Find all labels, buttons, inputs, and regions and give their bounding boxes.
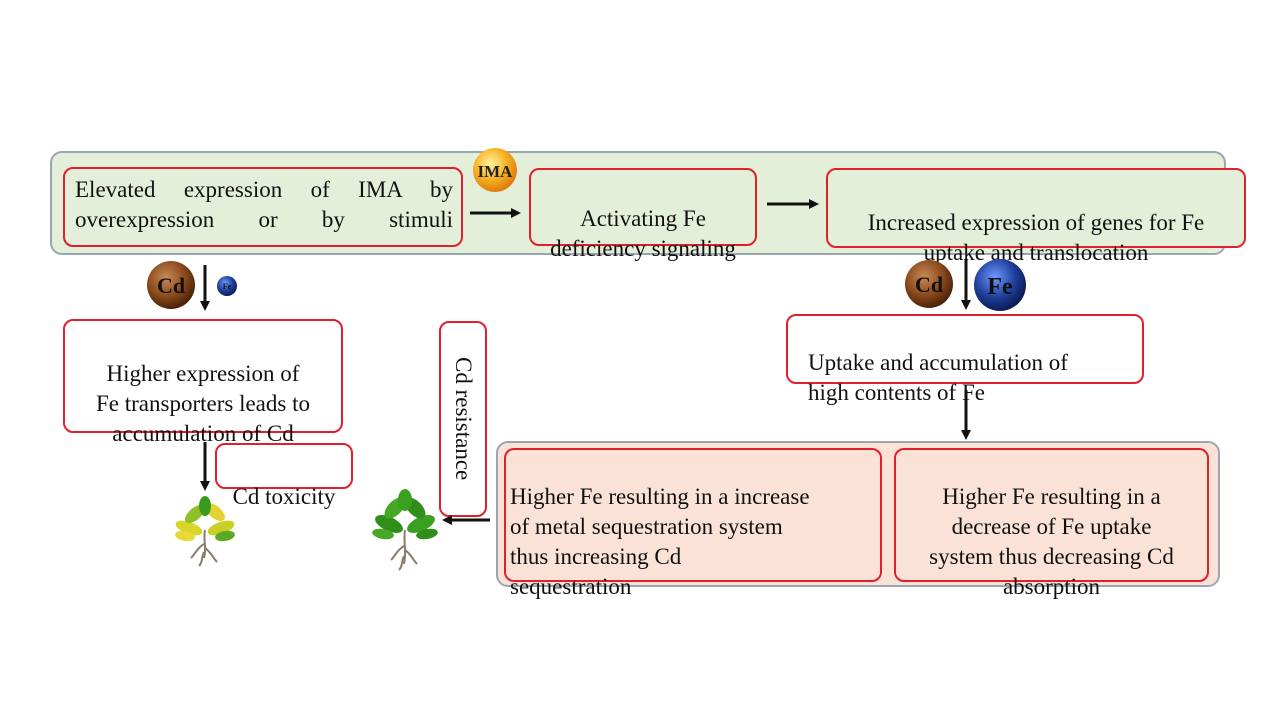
fe-ball-small: Fe: [217, 276, 237, 296]
cd-ball-right-label: Cd: [915, 272, 943, 297]
cd-toxicity-box: Cd toxicity: [215, 443, 353, 509]
ima-badge: IMA: [473, 148, 517, 192]
fe-transporters-box: Higher expression of Fe transporters lea…: [63, 319, 343, 446]
healthy-plant-icon: [372, 489, 438, 571]
cd-toxicity-text: Cd toxicity: [232, 484, 336, 509]
uptake-accumulation-text: Uptake and accumulation of high contents…: [808, 350, 1068, 405]
fe-uptake-decrease-box: Higher Fe resulting in a decrease of Fe …: [894, 448, 1209, 599]
cd-ball-right: Cd: [905, 260, 953, 308]
activating-fe-text: Activating Fe deficiency signaling: [550, 206, 736, 261]
metal-sequestration-text: Higher Fe resulting in a increase of met…: [510, 484, 810, 599]
ima-badge-label: IMA: [478, 162, 514, 181]
cd-ball-left: Cd: [147, 261, 195, 309]
metal-sequestration-box: Higher Fe resulting in a increase of met…: [504, 448, 882, 599]
fe-ball-right-label: Fe: [987, 274, 1013, 300]
fe-ball-small-label: Fe: [223, 282, 232, 291]
elevated-ima-box: Elevated expression of IMA by overexpres…: [63, 167, 463, 247]
yellowing-plant-icon: [175, 496, 235, 567]
increased-expression-text: Increased expression of genes for Fe upt…: [867, 210, 1205, 265]
fe-ball-right: Fe: [974, 259, 1026, 311]
increased-expression-box: Increased expression of genes for Fe upt…: [826, 168, 1246, 265]
cd-resistance-box: Cd resistance: [439, 321, 487, 517]
cd-resistance-text: Cd resistance: [451, 357, 476, 481]
fe-transporters-text: Higher expression of Fe transporters lea…: [96, 361, 310, 446]
fe-uptake-decrease-text: Higher Fe resulting in a decrease of Fe …: [929, 484, 1174, 599]
uptake-accumulation-box: Uptake and accumulation of high contents…: [786, 314, 1144, 405]
elevated-ima-text: Elevated expression of IMA by overexpres…: [75, 177, 453, 232]
cd-ball-left-label: Cd: [157, 273, 185, 298]
activating-fe-box: Activating Fe deficiency signaling: [529, 168, 757, 261]
